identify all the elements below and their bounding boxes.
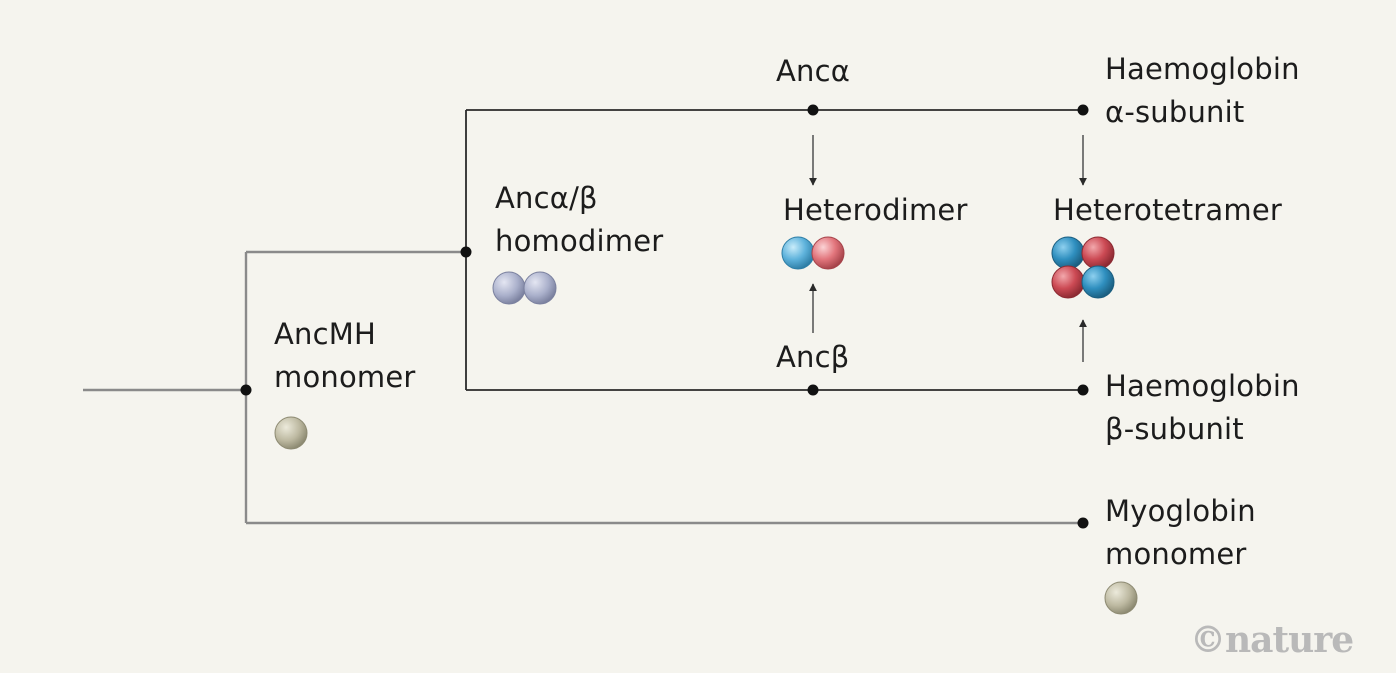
- anc-beta-label: Ancβ: [776, 340, 850, 374]
- heterotetramer-spheres: [1051, 236, 1115, 299]
- myoglobin-label-line1: Myoglobin: [1105, 494, 1256, 528]
- anc-alpha-label: Ancα: [776, 54, 851, 88]
- node-anc-alpha-beta: [460, 246, 472, 258]
- hb-alpha-label: Haemoglobin α-subunit: [1105, 48, 1300, 134]
- hb-beta-label: Haemoglobin β-subunit: [1105, 365, 1300, 451]
- anc-alpha-beta-label-line1: Ancα/β: [495, 181, 598, 215]
- heterotetramer-label: Heterotetramer: [1053, 193, 1282, 227]
- myoglobin-label-line2: monomer: [1105, 537, 1247, 571]
- anc-alpha-beta-label-line2: homodimer: [495, 224, 664, 258]
- assembly-arrows: [809, 135, 1087, 362]
- node-anc-beta: [807, 384, 819, 396]
- tree-nodes: [240, 104, 1089, 529]
- node-hb-alpha: [1077, 104, 1089, 116]
- node-ancmh: [240, 384, 252, 396]
- myoglobin-monomer-sphere: [1104, 581, 1138, 615]
- hb-alpha-label-line2: α-subunit: [1105, 95, 1245, 129]
- node-myoglobin: [1077, 517, 1089, 529]
- ancmh-monomer-sphere: [274, 416, 308, 450]
- ancmh-label: AncMH monomer: [274, 313, 416, 399]
- ancmh-label-line2: monomer: [274, 360, 416, 394]
- heterodimer-spheres: [781, 236, 845, 270]
- node-anc-alpha: [807, 104, 819, 116]
- tree-branches: [83, 250, 1083, 525]
- hb-beta-label-line1: Haemoglobin: [1105, 369, 1300, 403]
- hb-beta-label-line2: β-subunit: [1105, 412, 1244, 446]
- nature-credit-logo: ©nature: [1190, 619, 1354, 661]
- heterodimer-label: Heterodimer: [783, 193, 968, 227]
- anc-alpha-beta-homodimer-spheres: [492, 271, 557, 305]
- myoglobin-label: Myoglobin monomer: [1105, 490, 1256, 576]
- ancmh-label-line1: AncMH: [274, 317, 376, 351]
- hb-alpha-label-line1: Haemoglobin: [1105, 52, 1300, 86]
- anc-alpha-beta-label: Ancα/β homodimer: [495, 177, 663, 263]
- node-hb-beta: [1077, 384, 1089, 396]
